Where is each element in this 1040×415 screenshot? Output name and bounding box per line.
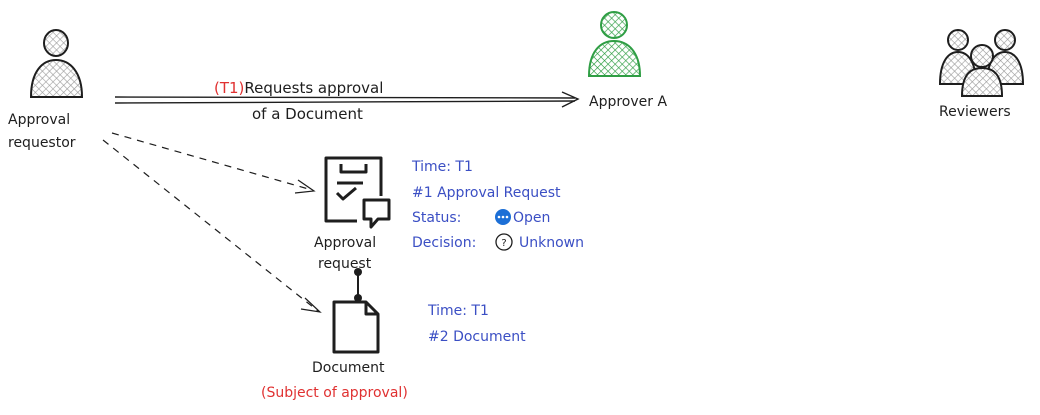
approval-request-note-time: Time: T1 — [411, 159, 473, 175]
request-arrow-label-line1: (T1)Requests approval — [214, 79, 383, 97]
svg-text:?: ? — [501, 238, 506, 249]
requestor-label-line1: Approval — [8, 112, 70, 128]
dashed-arrow-to-document — [102, 139, 322, 313]
request-arrow — [114, 91, 580, 108]
dashed-arrow-to-approval-request — [111, 132, 316, 194]
requestor-actor: Approval requestor — [8, 29, 84, 151]
approval-request-icon — [324, 156, 391, 229]
unknown-decision-icon: ? — [495, 233, 513, 251]
document-note: Time: T1 #2 Document — [427, 303, 526, 345]
document-note-time: Time: T1 — [427, 303, 489, 319]
approval-request-note-decision-label: Decision: — [412, 235, 476, 251]
request-arrow-time-tag: (T1) — [214, 79, 244, 97]
approval-request-note-decision-value: Unknown — [519, 235, 584, 251]
approver-label: Approver A — [589, 94, 667, 110]
approver-actor: Approver A — [587, 11, 667, 110]
approval-request-note-title: #1 Approval Request — [412, 185, 561, 201]
approval-request-label-line2: request — [318, 256, 372, 272]
person-icon — [29, 29, 84, 98]
document-subtitle: (Subject of approval) — [261, 385, 408, 401]
document-label: Document — [312, 360, 385, 376]
approval-request-label-line1: Approval — [314, 235, 376, 251]
approval-request-note-status-label: Status: — [412, 210, 461, 226]
request-arrow-text: Requests approval — [244, 79, 383, 97]
group-icon — [938, 29, 1025, 97]
reviewers-label: Reviewers — [939, 104, 1011, 120]
open-status-icon — [495, 209, 511, 225]
reviewers-actor: Reviewers — [938, 29, 1025, 120]
requestor-label-line2: requestor — [8, 135, 76, 151]
approval-request-note: Time: T1 #1 Approval Request Status: Ope… — [411, 159, 584, 251]
request-arrow-label-line2: of a Document — [252, 105, 363, 123]
person-icon — [587, 11, 642, 77]
request-document-link — [354, 268, 362, 302]
approval-request-note-status-value: Open — [513, 210, 550, 226]
document-note-title: #2 Document — [428, 329, 526, 345]
document-icon — [332, 300, 380, 354]
